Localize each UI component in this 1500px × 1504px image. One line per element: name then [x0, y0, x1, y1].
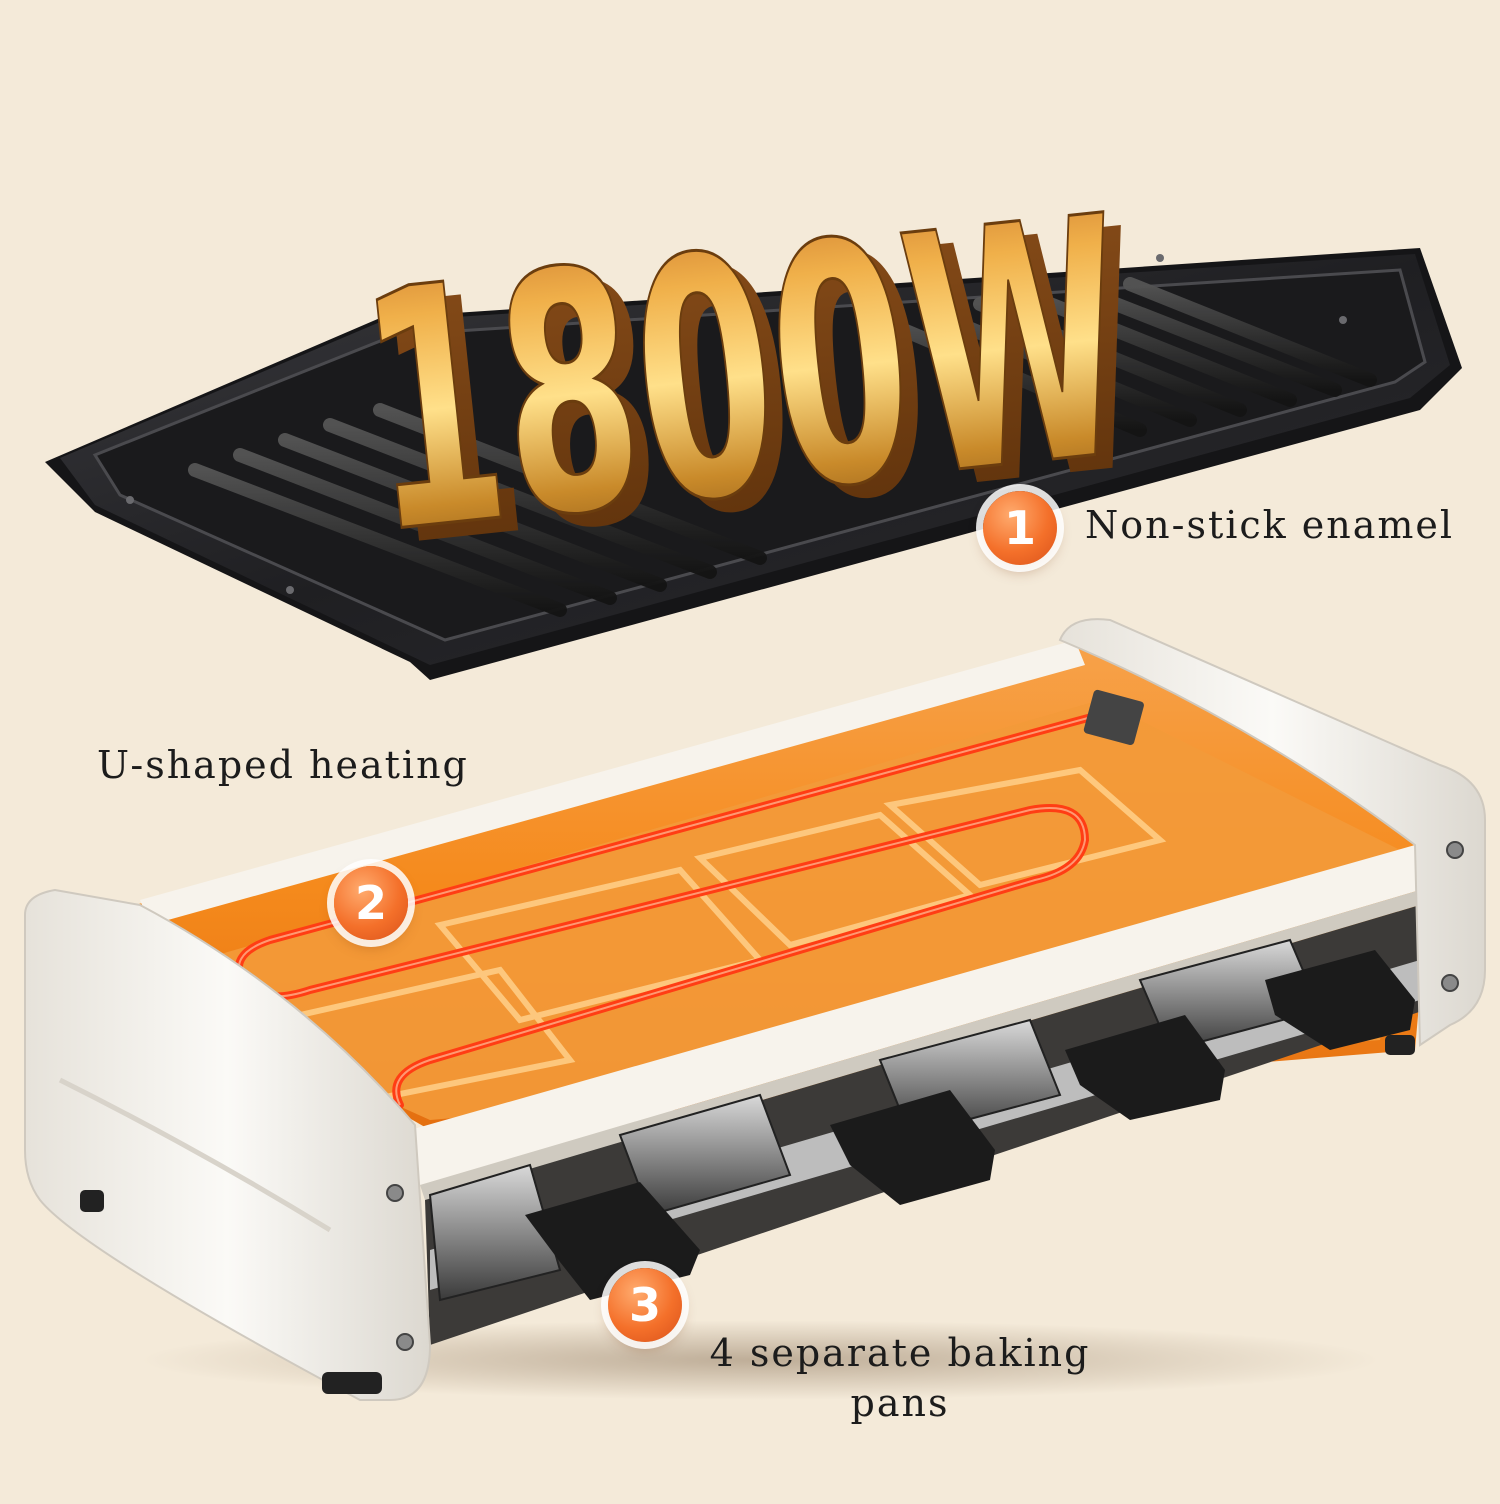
feature-badge-1: 1 [983, 491, 1057, 565]
power-headline: 1800W 1800W [345, 145, 1160, 621]
feature-label-baking-pans-line2: pans [850, 1381, 950, 1425]
feature-label-baking-pans: 4 separate baking pans [660, 1328, 1140, 1428]
grill-plate [45, 248, 1462, 680]
feature-badge-2: 2 [334, 866, 408, 940]
feature-label-non-stick-enamel: Non-stick enamel [1085, 503, 1455, 547]
feature-label-u-shaped-heating: U-shaped heating [97, 743, 469, 787]
feature-label-baking-pans-line1: 4 separate baking [709, 1331, 1091, 1375]
grill-base [24, 618, 1486, 1401]
feature-badge-3: 3 [608, 1268, 682, 1342]
